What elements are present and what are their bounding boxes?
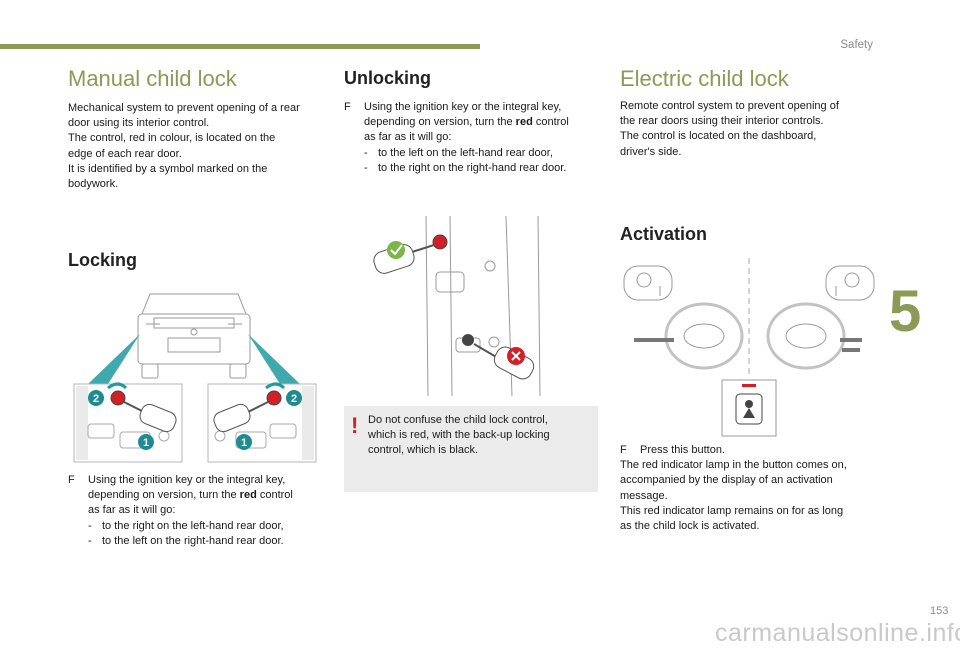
text-line: The red indicator lamp in the button com…	[620, 459, 847, 472]
text-span: depending on version, turn the	[364, 116, 516, 129]
text-span: control	[256, 489, 293, 502]
text-line: control, which is black.	[368, 444, 479, 457]
locking-instructions: F Using the ignition key or the integral…	[68, 473, 330, 549]
manual-description: Mechanical system to prevent opening of …	[68, 101, 338, 192]
section-label: Safety	[840, 39, 873, 51]
manual-child-lock-title: Manual child lock	[68, 66, 237, 91]
car-rear-illustration	[137, 293, 251, 379]
step-text: Press this button.	[640, 444, 725, 456]
warning-box	[344, 406, 598, 492]
text-line: Do not confuse the child lock control,	[368, 414, 548, 426]
sub-item: -to the right on the right-hand rear doo…	[344, 161, 604, 176]
dash: -	[88, 534, 92, 547]
text-line: as far as it will go:	[88, 504, 176, 517]
text-span: control	[532, 116, 569, 129]
left-hand-drive-dashboard	[623, 265, 744, 370]
right-hand-drive-dashboard	[766, 265, 875, 370]
sub-item-text: to the left on the right-hand rear door.	[102, 534, 284, 547]
sub-item: -to the left on the right-hand rear door…	[68, 534, 330, 549]
step-badge-2: 2	[291, 393, 297, 405]
bullet-item: F Using the ignition key or the integral…	[344, 100, 604, 146]
indicator-lamp	[742, 384, 756, 387]
red-control	[432, 234, 448, 250]
text-line: Mechanical system to prevent opening of …	[68, 102, 300, 114]
text-line: driver's side.	[620, 145, 682, 158]
text-line: accompanied by the display of an activat…	[620, 474, 833, 487]
activation-instructions: F Press this button. The red indicator l…	[620, 443, 880, 534]
chapter-number: 5	[889, 279, 922, 344]
electric-child-lock-title: Electric child lock	[620, 66, 789, 91]
check-icon	[387, 241, 405, 259]
left-pointer-shape	[88, 334, 140, 384]
red-emphasis: red	[515, 116, 533, 129]
text-line: the rear doors using their interior cont…	[620, 115, 824, 128]
activation-title: Activation	[620, 224, 708, 244]
left-door-detail	[73, 382, 183, 463]
step-badge-1: 1	[241, 437, 247, 449]
text-line: which is red, with the back-up locking	[368, 429, 550, 442]
top-accent-bar	[0, 44, 480, 49]
text-line: as far as it will go:	[364, 131, 452, 144]
text-line: edge of each rear door.	[68, 147, 182, 160]
text-line: It is identified by a symbol marked on t…	[68, 162, 268, 175]
text-line: This red indicator lamp remains on for a…	[620, 504, 844, 517]
text-line: Remote control system to prevent opening…	[620, 100, 839, 112]
bullet-item: F Press this button.	[620, 443, 880, 458]
red-emphasis: red	[239, 489, 257, 502]
sub-item-text: to the right on the right-hand rear door…	[378, 161, 567, 174]
text-line: door using its interior control.	[68, 117, 210, 130]
text-line: message.	[620, 489, 668, 502]
bullet-glyph: F	[68, 474, 75, 486]
text-line: as the child lock is activated.	[620, 520, 760, 533]
text-line: The control, red in colour, is located o…	[68, 132, 276, 145]
unlocking-title: Unlocking	[344, 68, 432, 88]
text-line: bodywork.	[68, 178, 119, 191]
step-badge-2: 2	[93, 393, 99, 405]
bullet-glyph: F	[344, 101, 351, 113]
text-line: Using the ignition key or the integral k…	[88, 474, 286, 486]
bullet-item: F Using the ignition key or the integral…	[68, 473, 330, 519]
right-door-detail	[207, 382, 317, 463]
black-control	[462, 334, 474, 346]
sub-item-text: to the right on the left-hand rear door,	[102, 519, 284, 532]
electric-description: Remote control system to prevent opening…	[620, 99, 870, 160]
sub-item: -to the right on the left-hand rear door…	[68, 519, 330, 534]
activation-figure	[623, 258, 875, 437]
locking-title: Locking	[68, 250, 138, 270]
text-line: The control is located on the dashboard,	[620, 130, 817, 143]
dash: -	[364, 161, 368, 174]
warning-text: Do not confuse the child lock control, w…	[368, 413, 590, 459]
sub-item: -to the left on the left-hand rear door,	[344, 146, 604, 161]
right-pointer-shape	[248, 334, 300, 384]
locking-figure: 2 1 2 1	[73, 293, 317, 463]
page-number: 153	[930, 605, 949, 617]
door-edge-illustration	[425, 215, 541, 397]
watermark: carmanualsonline.info	[715, 619, 960, 647]
unlocking-figure	[373, 215, 541, 397]
text-line: Using the ignition key or the integral k…	[364, 101, 562, 113]
unlocking-instructions: F Using the ignition key or the integral…	[344, 100, 604, 176]
step-badge-1: 1	[143, 437, 149, 449]
dash: -	[364, 146, 368, 159]
text-span: depending on version, turn the	[88, 489, 240, 502]
dash: -	[88, 519, 92, 532]
warning-icon: !	[351, 413, 359, 438]
bullet-glyph: F	[620, 444, 627, 456]
sub-item-text: to the left on the left-hand rear door,	[378, 146, 553, 159]
